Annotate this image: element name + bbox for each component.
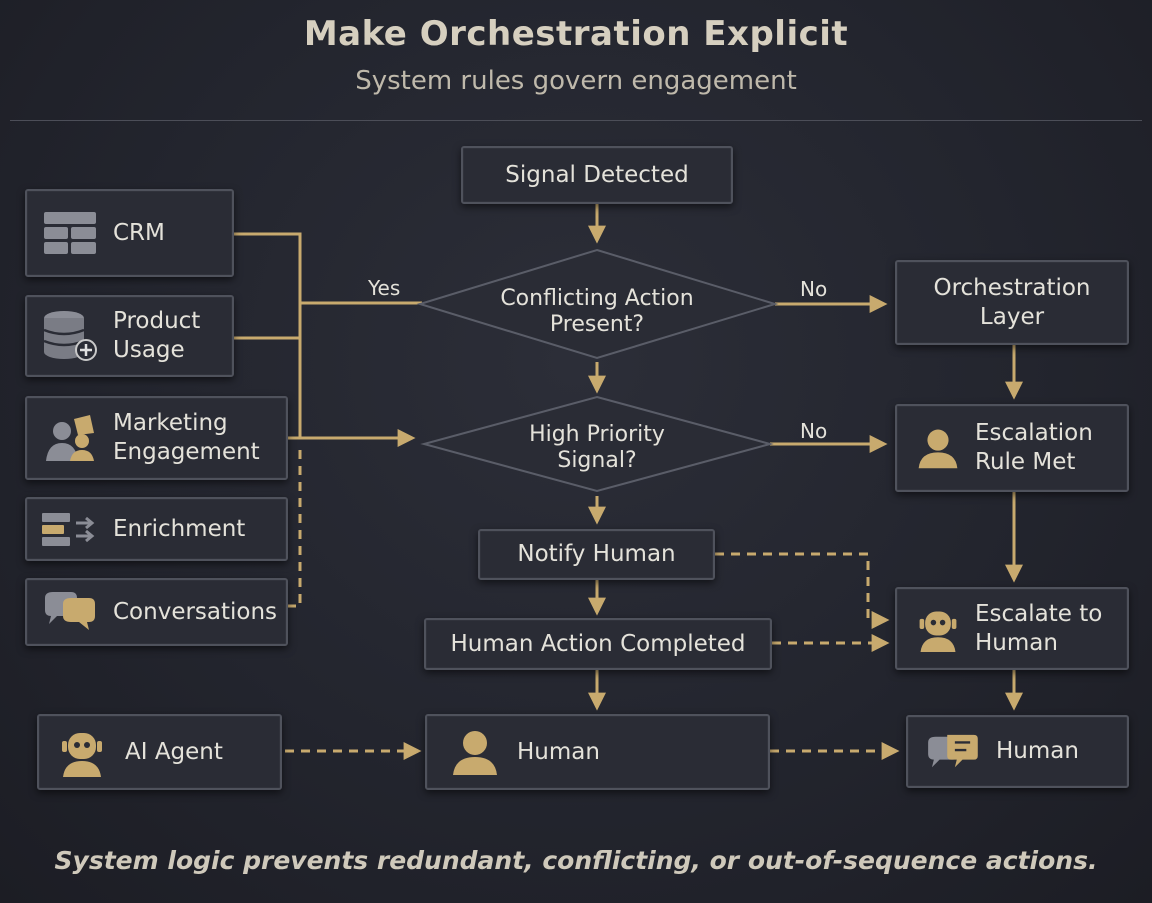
diagram-subtitle: System rules govern engagement (355, 66, 797, 96)
human-center-node: Human (425, 714, 770, 790)
human-center-label: Human (517, 738, 600, 765)
people-megaphone-icon (27, 413, 113, 463)
human-action-completed-label: Human Action Completed (450, 630, 746, 657)
human-right-label: Human (996, 738, 1079, 765)
footer-caption: System logic prevents redundant, conflic… (54, 846, 1098, 875)
conflicting-action-label: Conflicting Action Present? (500, 286, 694, 338)
priority-decision-diamond (420, 395, 774, 493)
no-edge-label-bottom: No (800, 419, 828, 443)
orchestration-layer-node: Orchestration Layer (895, 260, 1129, 345)
human-action-completed-node: Human Action Completed (424, 618, 772, 670)
source-marketing-engagement-label: Marketing Engagement (113, 410, 260, 465)
source-marketing-engagement: Marketing Engagement (25, 396, 288, 480)
source-conversations: Conversations (25, 578, 288, 646)
conversations-dashed-connector (287, 450, 302, 608)
source-conversations-label: Conversations (113, 598, 278, 625)
escalate-to-human-node: Escalate to Human (895, 587, 1129, 670)
database-plus-icon (27, 310, 113, 362)
source-crm: CRM (25, 189, 234, 277)
notify-human-node: Notify Human (478, 529, 715, 580)
source-enrichment: Enrichment (25, 497, 288, 561)
conflict-decision-diamond (416, 248, 779, 360)
escalate-to-human-label: Escalate to Human (975, 600, 1103, 656)
signal-detected-label: Signal Detected (505, 161, 689, 188)
yes-edge-label: Yes (368, 276, 401, 300)
ai-agent-label: AI Agent (125, 738, 223, 765)
notify-to-escalate-dashed-arrow (715, 552, 890, 629)
diagram-title: Make Orchestration Explicit (303, 14, 849, 54)
chat-bubbles-icon (908, 731, 996, 773)
list-arrows-icon (27, 511, 113, 547)
person-icon (433, 729, 517, 775)
robot-headset-icon (39, 727, 125, 777)
robot-headset-icon (901, 606, 975, 652)
no-edge-label-top: No (800, 277, 828, 301)
high-priority-label: High Priority Signal? (529, 422, 665, 474)
source-enrichment-label: Enrichment (113, 515, 246, 542)
source-crm-label: CRM (113, 219, 165, 246)
person-icon (901, 426, 975, 470)
escalation-rule-met-node: Escalation Rule Met (895, 404, 1129, 492)
ai-agent-node: AI Agent (37, 714, 282, 790)
escalation-rule-met-label: Escalation Rule Met (975, 420, 1093, 475)
orchestration-layer-label: Orchestration Layer (933, 274, 1091, 330)
table-grid-icon (27, 211, 113, 255)
human-right-node: Human (906, 715, 1129, 788)
source-product-usage-label: Product Usage (113, 308, 201, 363)
chat-bubbles-icon (27, 590, 113, 634)
title-divider (10, 120, 1142, 121)
source-bus-line (233, 232, 302, 438)
notify-human-label: Notify Human (517, 541, 676, 568)
source-product-usage: Product Usage (25, 295, 234, 377)
signal-detected-node: Signal Detected (461, 146, 733, 204)
